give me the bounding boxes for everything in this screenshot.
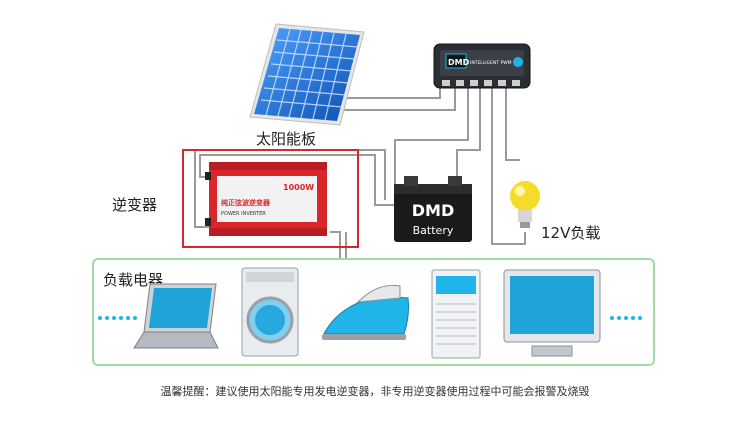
light-label: 12V负载: [541, 224, 601, 242]
battery-type: Battery: [413, 224, 454, 237]
wire-inverter-battery-1: [199, 154, 395, 206]
footer-note: 温馨提醒：建议使用太阳能专用发电逆变器，非专用逆变器使用过程中可能会报警及烧毁: [160, 385, 590, 398]
inverter-highlight-frame: [182, 149, 359, 248]
battery-brand: DMD: [412, 201, 454, 220]
iron-icon: [322, 284, 409, 340]
solar-panel-label: 太阳能板: [256, 130, 317, 148]
monitor-icon: [503, 269, 601, 357]
inverter-title: 纯正弦波逆变器: [221, 198, 271, 207]
wire-panel-controller-2: [328, 88, 456, 111]
light-bulb-icon: [510, 181, 540, 228]
wire-controller-light-1: [491, 88, 526, 245]
solar-panel-icon: [249, 23, 365, 126]
wire-controller-battery-1: [394, 88, 469, 185]
wire-inverter-loads: [330, 231, 341, 258]
air-conditioner-icon: [431, 269, 481, 359]
wire-controller-battery-2: [456, 88, 481, 180]
inverter-label: 逆变器: [112, 196, 158, 214]
wire-controller-light-2: [505, 88, 520, 161]
controller-brand: DMD: [448, 58, 470, 67]
washing-machine-icon: [241, 267, 299, 357]
inverter-subtitle: POWER INVERTER: [221, 211, 266, 217]
laptop-icon: [133, 283, 219, 349]
inverter-icon: 1000W 纯正弦波逆变器 POWER INVERTER: [205, 162, 327, 236]
inverter-rating: 1000W: [283, 183, 314, 192]
dots-right: [610, 316, 645, 320]
loads-label: 负载电器: [103, 271, 164, 289]
controller-model: INTELLIGENT PWM: [470, 60, 512, 66]
charge-controller-icon: DMD INTELLIGENT PWM: [433, 43, 531, 89]
dots-left: [98, 316, 140, 320]
load-appliances-frame: [92, 258, 655, 366]
battery-icon: DMD Battery: [394, 176, 472, 242]
